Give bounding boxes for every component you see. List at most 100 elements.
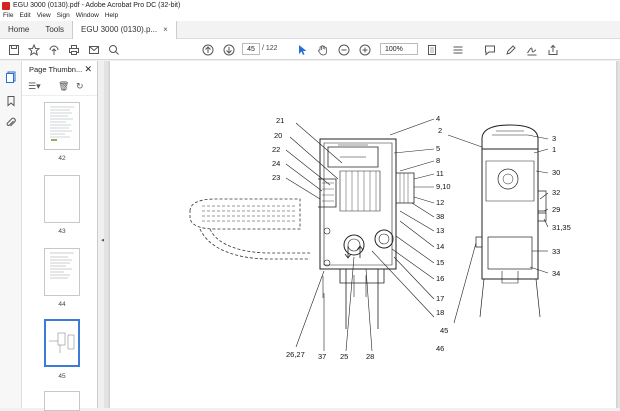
bookmarks-icon[interactable] — [5, 95, 17, 107]
next-page-icon[interactable] — [221, 42, 236, 57]
callout-29: 29 — [552, 205, 560, 214]
menu-window[interactable]: Window — [75, 12, 99, 19]
callout-20: 20 — [274, 131, 282, 140]
attachments-icon[interactable] — [5, 117, 17, 129]
callout-21: 21 — [276, 116, 284, 125]
save-icon[interactable] — [6, 42, 21, 57]
thumbnail-page-46[interactable] — [44, 391, 80, 411]
callout-33: 33 — [552, 247, 560, 256]
callout-30: 30 — [552, 168, 560, 177]
rotate-page-icon[interactable]: ↻ — [76, 81, 84, 91]
scroll-mode-icon[interactable] — [450, 42, 465, 57]
callout-3: 3 — [552, 134, 556, 143]
bookmark-star-icon[interactable] — [26, 42, 41, 57]
panel-header: Page Thumbn... ✕ — [22, 61, 97, 78]
thumbnail-page-45[interactable] — [44, 319, 80, 367]
callout-23: 23 — [272, 173, 280, 182]
callout-17: 17 — [436, 294, 444, 303]
tab-close-icon[interactable]: × — [163, 25, 168, 34]
menu-help[interactable]: Help — [104, 12, 119, 19]
callout-11: 11 — [436, 169, 444, 178]
thumbnail-42-preview — [50, 106, 74, 141]
fit-page-icon[interactable] — [424, 42, 439, 57]
callout-12: 12 — [436, 198, 444, 207]
select-cursor-icon[interactable] — [294, 42, 309, 57]
email-icon[interactable] — [86, 42, 101, 57]
callout-32: 32 — [552, 188, 560, 197]
thumbnail-label-42: 42 — [58, 155, 66, 162]
thumbnail-label-44: 44 — [58, 301, 66, 308]
tab-tools[interactable]: Tools — [45, 25, 65, 34]
menu-file[interactable]: File — [3, 12, 14, 19]
thumbnail-label-45: 45 — [58, 373, 66, 380]
panel-close-icon[interactable]: ✕ — [84, 64, 92, 74]
menu-sign[interactable]: Sign — [56, 12, 70, 19]
callout-4: 4 — [436, 114, 440, 123]
tab-document[interactable]: EGU 3000 (0130).p... × — [72, 21, 177, 39]
thumbnail-page-43[interactable] — [44, 175, 80, 223]
thumbnail-45-preview — [49, 332, 75, 353]
search-icon[interactable] — [106, 42, 121, 57]
callout-31-35: 31,35 — [552, 223, 571, 232]
upload-icon[interactable] — [46, 42, 61, 57]
callout-34: 34 — [552, 269, 560, 278]
highlight-pen-icon[interactable] — [503, 42, 518, 57]
thumbnail-label-43: 43 — [58, 228, 66, 235]
pdf-page: 21 20 22 24 23 4 5 8 11 9,10 12 38 13 14… — [110, 61, 616, 408]
callout-2: 2 — [438, 126, 442, 135]
title-bar: EGU 3000 (0130).pdf - Adobe Acrobat Pro … — [0, 0, 620, 11]
tab-home[interactable]: Home — [8, 25, 30, 34]
hand-icon[interactable] — [315, 42, 330, 57]
callout-25: 25 — [340, 352, 348, 361]
callout-46: 46 — [436, 344, 444, 353]
page-number-input[interactable]: 45 — [242, 43, 260, 55]
callout-28: 28 — [366, 352, 374, 361]
panel-title: Page Thumbn... — [29, 65, 83, 74]
share-icon[interactable] — [545, 42, 560, 57]
zoom-in-icon[interactable] — [357, 42, 372, 57]
callout-14: 14 — [436, 242, 444, 251]
callout-8: 8 — [436, 156, 440, 165]
acrobat-app-icon — [2, 1, 10, 10]
callout-16: 16 — [436, 274, 444, 283]
delete-page-icon[interactable]: 🗑 — [58, 81, 70, 91]
page-thumbnails-icon[interactable] — [5, 71, 17, 83]
callout-13: 13 — [436, 226, 444, 235]
thumbnail-page-44[interactable] — [44, 248, 80, 296]
tab-document-label: EGU 3000 (0130).p... — [81, 25, 158, 34]
sign-icon[interactable] — [524, 42, 539, 57]
collapse-panel-icon[interactable]: ◂ — [101, 237, 105, 244]
toolbar: 45 / 122 100% — [0, 39, 620, 60]
menu-bar: File Edit View Sign Window Help — [0, 11, 620, 21]
options-menu-icon[interactable]: ☰▾ — [28, 81, 41, 91]
zoom-out-icon[interactable] — [336, 42, 351, 57]
callout-22: 22 — [272, 145, 280, 154]
menu-edit[interactable]: Edit — [19, 12, 31, 19]
zoom-level-value: 100% — [385, 46, 403, 53]
thumbnail-44-preview — [50, 252, 74, 279]
callout-37: 37 — [318, 352, 326, 361]
page-total: / 122 — [262, 45, 278, 52]
callout-38: 38 — [436, 212, 444, 221]
document-viewport[interactable]: 21 20 22 24 23 4 5 8 11 9,10 12 38 13 14… — [104, 61, 620, 408]
callout-26-27: 26,27 — [286, 350, 305, 359]
comment-icon[interactable] — [482, 42, 497, 57]
window-title: EGU 3000 (0130).pdf - Adobe Acrobat Pro … — [13, 2, 181, 9]
thumbnails-panel: Page Thumbn... ✕ ☰▾ 🗑 ↻ 42 43 44 — [22, 61, 115, 411]
callout-15: 15 — [436, 258, 444, 267]
callout-45: 45 — [440, 326, 448, 335]
prev-page-icon[interactable] — [200, 42, 215, 57]
menu-view[interactable]: View — [36, 12, 51, 19]
thumbnail-page-42[interactable] — [44, 102, 80, 150]
callout-5: 5 — [436, 144, 440, 153]
callout-1: 1 — [552, 145, 556, 154]
callout-18: 18 — [436, 308, 444, 317]
zoom-level-select[interactable]: 100% — [380, 43, 418, 55]
left-rail — [0, 61, 22, 408]
callout-9-10: 9,10 — [436, 182, 451, 191]
tab-bar: Home Tools EGU 3000 (0130).p... × — [0, 21, 620, 39]
print-icon[interactable] — [66, 42, 81, 57]
exploded-diagram: 21 20 22 24 23 4 5 8 11 9,10 12 38 13 14… — [189, 114, 571, 361]
panel-tools: ☰▾ 🗑 ↻ — [22, 78, 97, 96]
callout-24: 24 — [272, 159, 280, 168]
